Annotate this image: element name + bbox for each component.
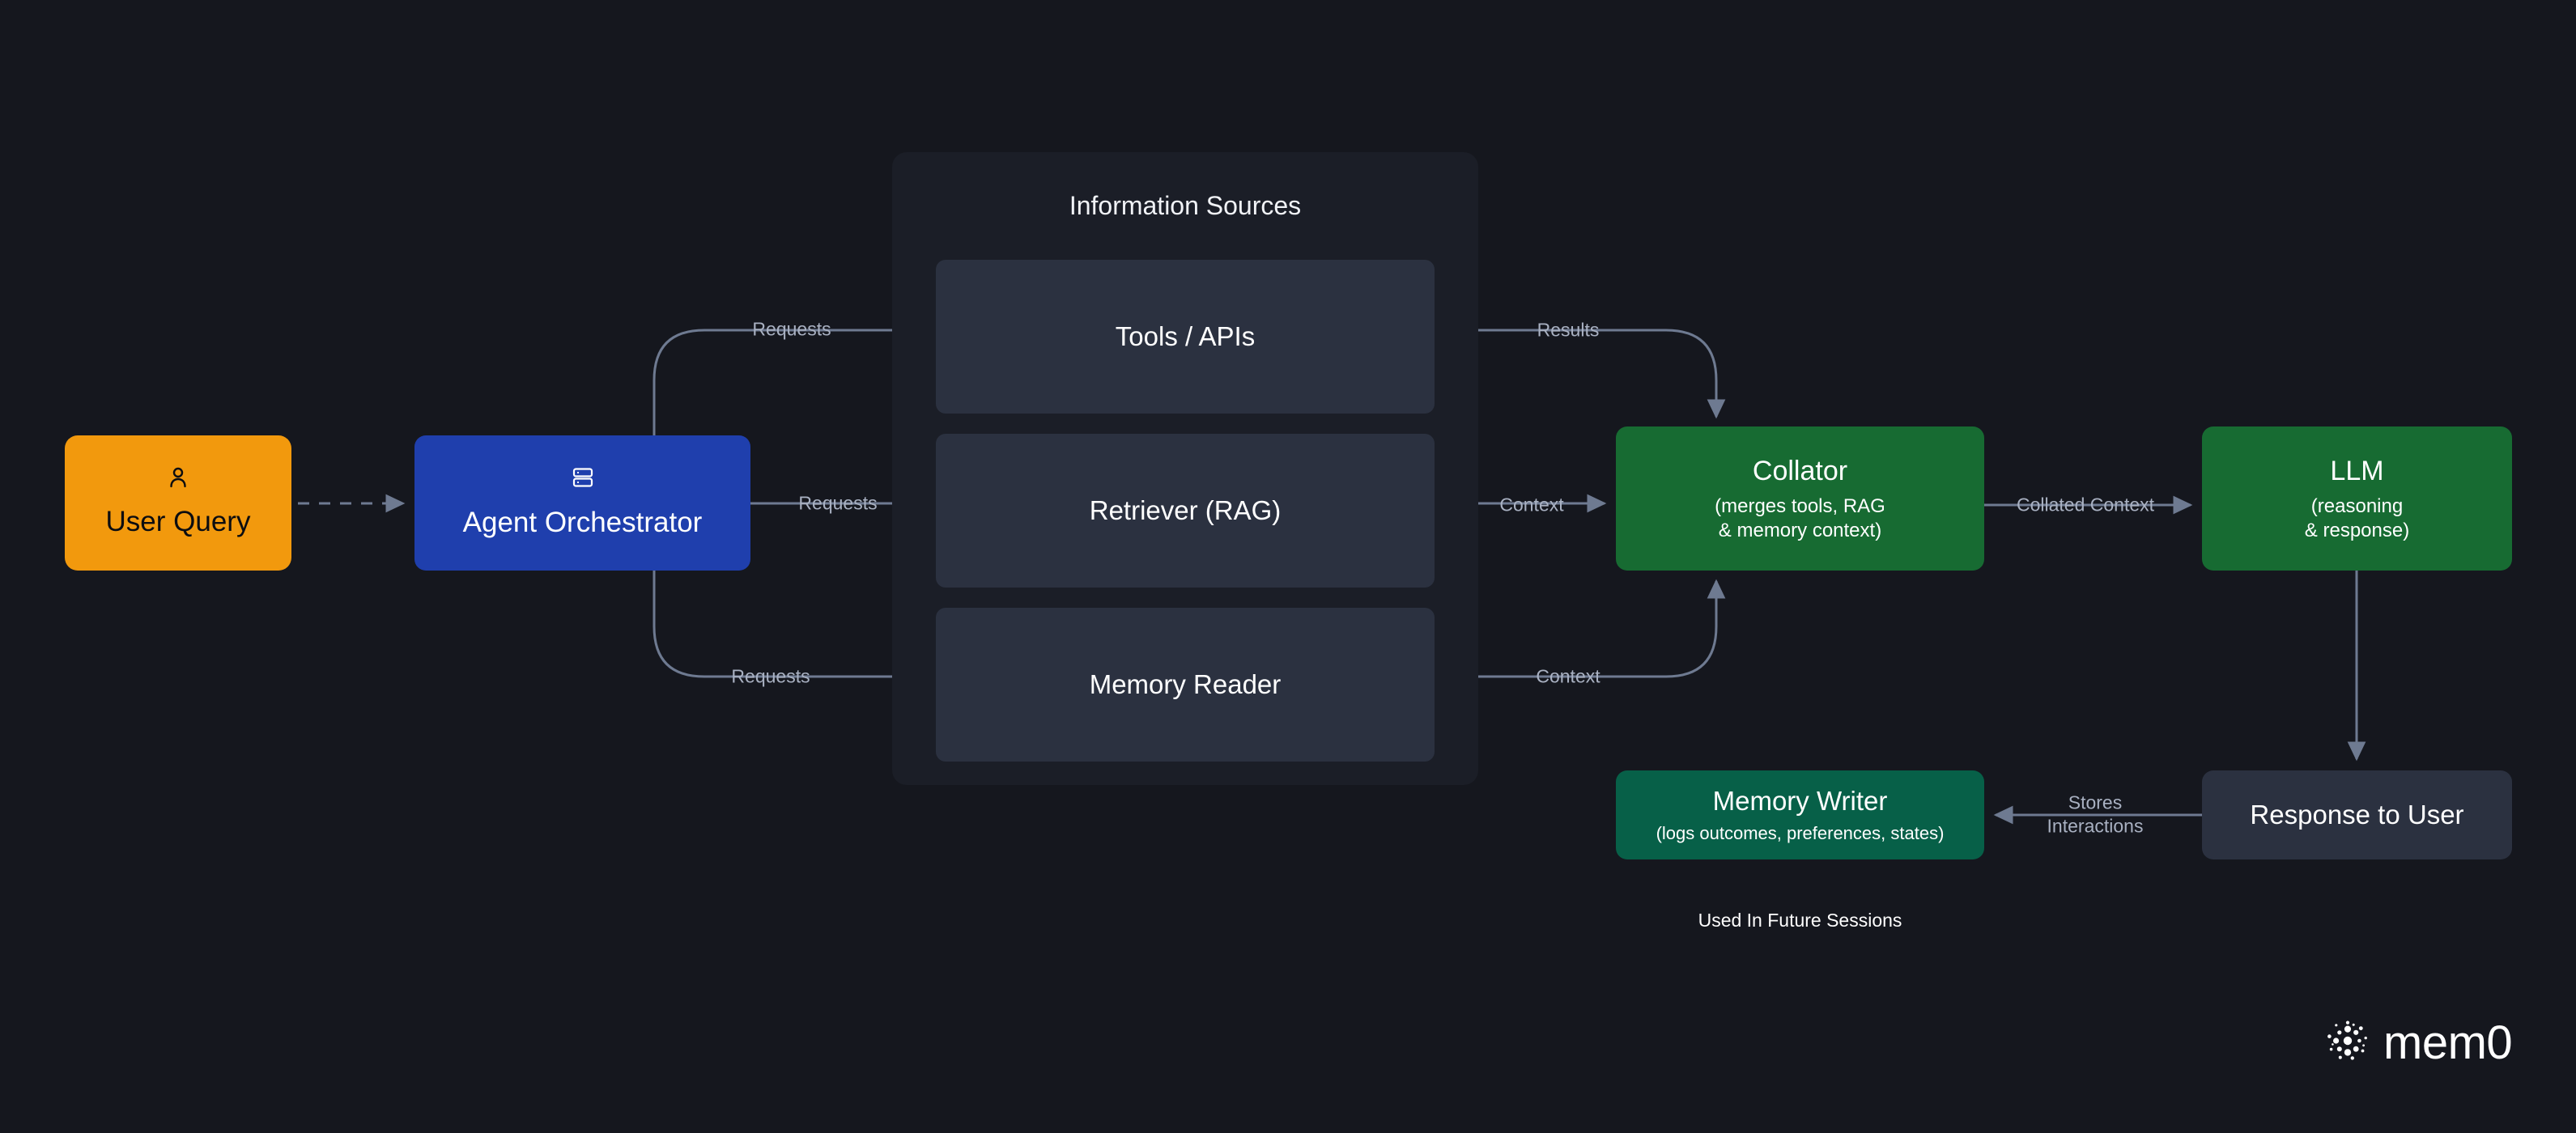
node-response-to-user-label: Response to User — [2250, 799, 2464, 830]
edge-label-line2: Interactions — [2047, 816, 2144, 837]
edge-tools-to-collator — [1446, 329, 1726, 419]
node-agent-orchestrator[interactable]: Agent Orchestrator — [414, 435, 750, 571]
node-llm[interactable]: LLM (reasoning & response) — [2202, 426, 2512, 571]
node-collator-sub-line2: & memory context) — [1718, 519, 1882, 541]
card-retriever-rag-label: Retriever (RAG) — [1089, 495, 1282, 525]
person-icon — [168, 466, 189, 494]
caption-used-in-future-sessions: Used In Future Sessions — [1698, 910, 1902, 931]
node-agent-orchestrator-label: Agent Orchestrator — [462, 506, 703, 538]
node-collator[interactable]: Collator (merges tools, RAG & memory con… — [1616, 426, 1984, 571]
node-llm-sub-line1: (reasoning — [2310, 495, 2404, 518]
card-memory-reader-label: Memory Reader — [1089, 669, 1282, 699]
node-user-query[interactable]: User Query — [65, 435, 291, 571]
node-collator-label: Collator — [1752, 456, 1848, 486]
panel-information-sources-title: Information Sources — [1069, 191, 1302, 220]
edge-label-agent-to-memory: Requests — [731, 665, 810, 687]
edge-label-collator-to-llm: Collated Context — [2016, 494, 2155, 516]
node-memory-writer-sub: (logs outcomes, preferences, states) — [1656, 822, 1945, 843]
edge-label-response-to-memory-writer: Stores Interactions — [2043, 791, 2148, 839]
node-memory-writer-label: Memory Writer — [1712, 786, 1888, 817]
panel-information-sources: Information Sources Tools / APIs Retriev… — [892, 152, 1478, 785]
edge-label-line1: Stores — [2068, 791, 2123, 813]
card-tools-apis[interactable]: Tools / APIs — [936, 260, 1435, 414]
edge-label-tools-to-collator: Results — [1537, 319, 1600, 341]
edge-memory-to-collator — [1446, 579, 1726, 678]
mem0-wordmark: mem0 — [2383, 1016, 2513, 1069]
mem0-logo: mem0 — [2325, 1016, 2513, 1069]
node-llm-sub-line2: & response) — [2304, 519, 2410, 541]
node-response-to-user[interactable]: Response to User — [2202, 770, 2512, 859]
card-tools-apis-label: Tools / APIs — [1115, 321, 1256, 351]
node-collator-sub-line1: (merges tools, RAG — [1715, 495, 1885, 518]
node-memory-writer[interactable]: Memory Writer (logs outcomes, preference… — [1616, 770, 1984, 859]
edge-label-agent-to-retriever: Requests — [798, 492, 878, 514]
card-retriever-rag[interactable]: Retriever (RAG) — [936, 434, 1435, 588]
card-memory-reader[interactable]: Memory Reader — [936, 608, 1435, 762]
edge-label-retriever-to-collator: Context — [1499, 494, 1564, 516]
mem0-radial-dots-icon — [2325, 1018, 2370, 1067]
server-stack-icon — [571, 465, 595, 494]
node-user-query-label: User Query — [105, 505, 251, 537]
edge-label-memory-to-collator: Context — [1536, 665, 1600, 687]
edge-label-agent-to-tools: Requests — [752, 318, 831, 340]
node-llm-label: LLM — [2330, 456, 2384, 486]
